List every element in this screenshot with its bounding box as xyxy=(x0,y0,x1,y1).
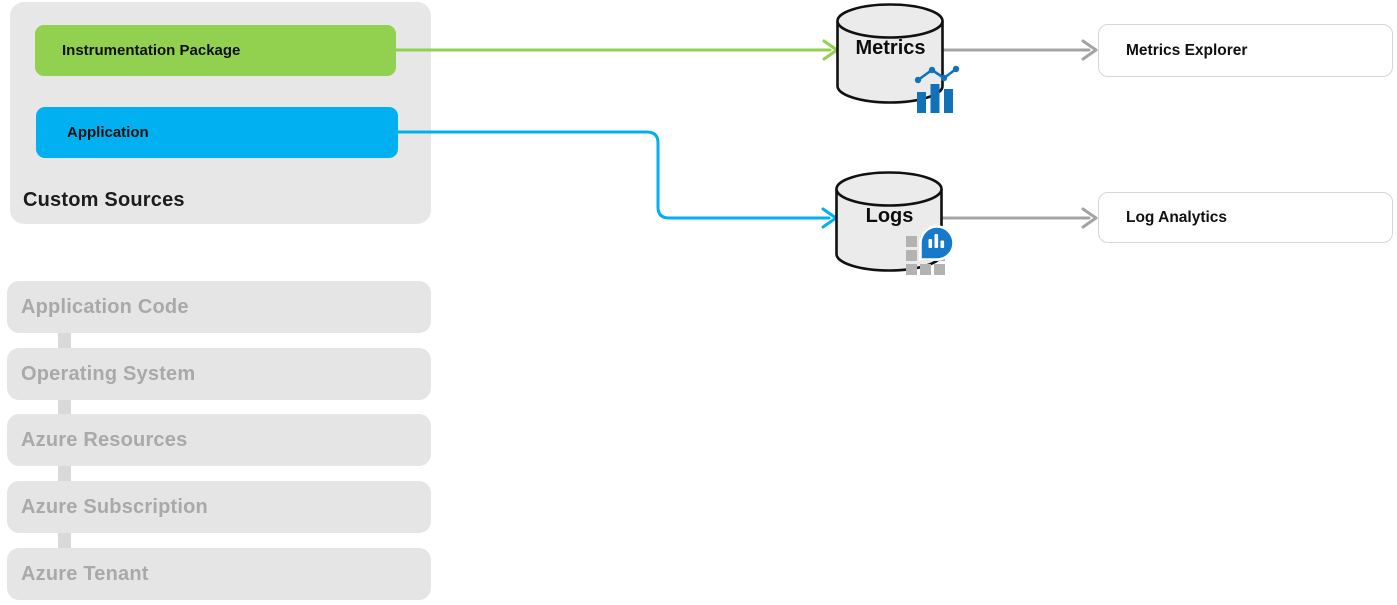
stack-item-label: Application Code xyxy=(21,295,189,318)
stack-item-azure-subscription: Azure Subscription xyxy=(7,481,431,533)
node-metrics-explorer: Metrics Explorer xyxy=(1098,24,1393,77)
stack-connector xyxy=(58,463,71,483)
metrics-store-label: Metrics xyxy=(855,37,926,59)
node-instrumentation-package-label: Instrumentation Package xyxy=(62,42,241,59)
custom-sources-label: Custom Sources xyxy=(23,189,185,211)
log-analytics-icon xyxy=(906,225,955,275)
stack-item-label: Azure Tenant xyxy=(21,562,149,585)
node-instrumentation-package: Instrumentation Package xyxy=(35,25,396,76)
stack-item-label: Operating System xyxy=(21,362,196,385)
logs-to-analytics-arrow xyxy=(941,207,1098,229)
stack-item-label: Azure Subscription xyxy=(21,495,208,518)
stack-item-azure-tenant: Azure Tenant xyxy=(7,548,431,600)
stack-connector xyxy=(58,397,71,417)
stack-item-label: Azure Resources xyxy=(21,428,188,451)
instrumentation-to-metrics-arrow xyxy=(393,39,839,61)
metrics-chart-icon xyxy=(914,65,960,113)
stack-item-application-code: Application Code xyxy=(7,281,431,333)
node-application-label: Application xyxy=(67,124,149,141)
stack-connector xyxy=(58,530,71,550)
node-application: Application xyxy=(36,107,398,158)
metrics-to-explorer-arrow xyxy=(942,39,1098,61)
stack-item-operating-system: Operating System xyxy=(7,348,431,400)
stack-item-azure-resources: Azure Resources xyxy=(7,414,431,466)
stack-connector xyxy=(58,330,71,350)
node-log-analytics-label: Log Analytics xyxy=(1126,208,1228,226)
application-to-logs-arrow xyxy=(395,130,838,229)
logs-store-label: Logs xyxy=(865,205,914,227)
node-metrics-explorer-label: Metrics Explorer xyxy=(1126,41,1248,59)
node-log-analytics: Log Analytics xyxy=(1098,192,1393,243)
